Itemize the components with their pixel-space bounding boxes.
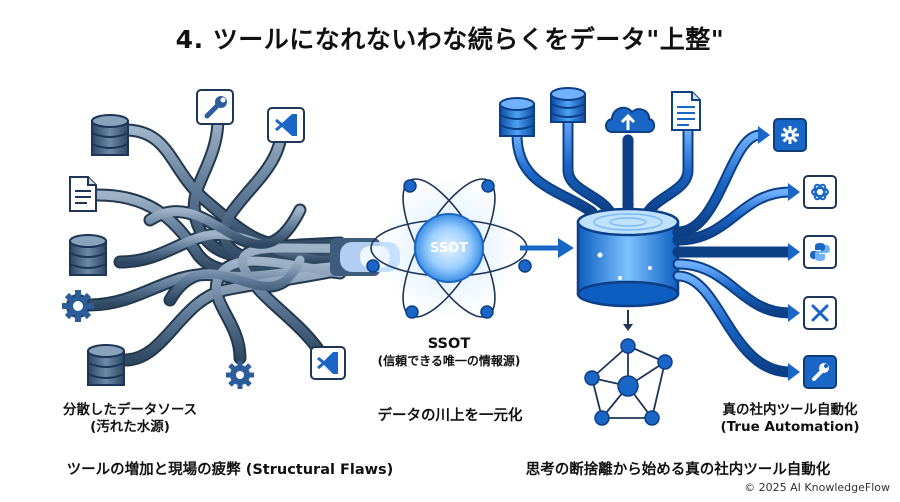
flow-arrow bbox=[520, 238, 574, 258]
ssot-atom bbox=[366, 178, 532, 319]
network-graph bbox=[591, 345, 666, 419]
python-icon bbox=[803, 235, 837, 269]
input-pipes bbox=[511, 109, 694, 218]
vscode-icon bbox=[310, 346, 346, 380]
page-title: 4. ツールになれないわな続らくをデータ"上整" bbox=[175, 25, 725, 54]
gear-icon bbox=[62, 290, 94, 322]
sources-label: 分散したデータソース (汚れた水源) bbox=[30, 402, 230, 436]
gear-icon bbox=[773, 118, 807, 152]
automation-label: 真の社内ツール自動化 (True Automation) bbox=[690, 402, 890, 436]
ssot-core-label: SSOT bbox=[429, 241, 469, 256]
automation-label-main: 真の社内ツール自動化 bbox=[722, 402, 858, 418]
wrench-icon bbox=[803, 355, 837, 389]
left-caption: ツールの増加と現場の疲弊 (Structural Flaws) bbox=[66, 462, 394, 478]
database-icon bbox=[499, 97, 535, 137]
document-icon bbox=[69, 176, 97, 212]
automation-label-sub: (True Automation) bbox=[720, 419, 860, 435]
ssot-label: SSOT (信頼できる唯一の情報源) bbox=[359, 336, 539, 370]
sources-label-sub: (汚れた水源) bbox=[90, 419, 170, 435]
vscode-icon bbox=[267, 107, 305, 143]
database-icon bbox=[550, 87, 586, 123]
tools-icon bbox=[803, 296, 837, 330]
cloud-upload-icon bbox=[605, 106, 656, 133]
tangled-pipes bbox=[83, 111, 347, 367]
network-nodes bbox=[584, 338, 673, 426]
ssot-label-sub: (信頼できる唯一の情報源) bbox=[377, 354, 521, 368]
openai-icon bbox=[803, 175, 837, 209]
down-arrow bbox=[623, 310, 633, 331]
output-pipes bbox=[672, 126, 800, 381]
sources-label-main: 分散したデータソース bbox=[62, 402, 198, 418]
database-icon bbox=[91, 114, 129, 156]
ssot-label-main: SSOT bbox=[427, 336, 471, 352]
copyright: © 2025 AI KnowledgeFlow bbox=[744, 481, 890, 494]
database-icon bbox=[69, 234, 107, 276]
right-caption: 思考の断捨離から始める真の社内ツール自動化 bbox=[525, 462, 831, 478]
data-tank bbox=[576, 207, 680, 308]
wrench-icon bbox=[196, 89, 234, 125]
document-icon bbox=[671, 91, 701, 131]
database-icon bbox=[87, 344, 125, 386]
gear-icon bbox=[226, 361, 254, 389]
center-caption: データの川上を一元化 bbox=[377, 408, 523, 424]
